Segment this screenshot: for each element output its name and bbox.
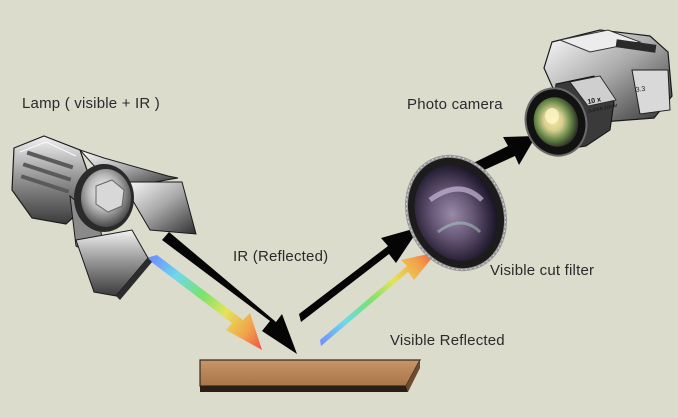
camera-label: Photo camera (407, 96, 503, 113)
visible-reflected-label: Visible Reflected (390, 332, 505, 349)
ir-reflected-label: IR (Reflected) (233, 248, 329, 265)
lens-marking: SUPER ZOOM (587, 103, 618, 114)
ir-arrow-icon (162, 232, 297, 354)
lamp-label: Lamp ( visible + IR ) (22, 95, 160, 112)
lamp-icon (11, 135, 197, 300)
visible-arrow-icon (320, 252, 437, 346)
filter-icon (404, 154, 508, 272)
ir-arrow-icon (299, 227, 420, 322)
filter-label: Visible cut filter (490, 262, 595, 279)
surface-icon (199, 359, 422, 392)
megapixel-marking: 3.3 (635, 86, 646, 94)
zoom-marking: 10 x (587, 96, 602, 106)
visible-arrow-icon (146, 255, 262, 350)
camera-icon: 3.3 10 x SUPER ZOOM (524, 29, 673, 157)
